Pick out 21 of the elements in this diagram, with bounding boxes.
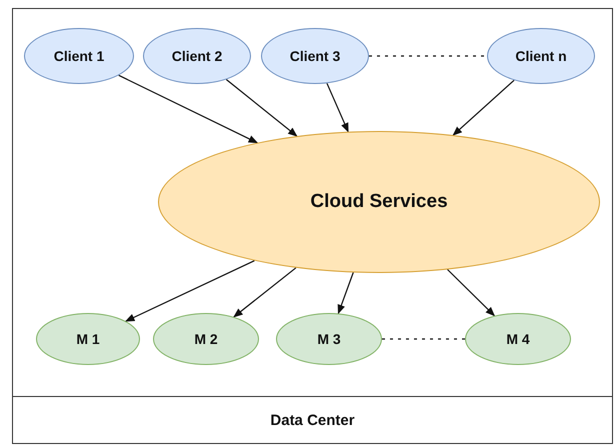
arrow: [452, 80, 514, 136]
arrow: [233, 267, 296, 318]
data-center-frame: [12, 8, 613, 444]
arrow: [226, 79, 298, 137]
dashed-connector: [369, 55, 487, 57]
arrow: [326, 83, 349, 133]
node-label: M 3: [317, 331, 341, 347]
node-label: Cloud Services: [310, 191, 448, 213]
node-label: M 1: [76, 331, 100, 347]
node-label: Client n: [515, 48, 567, 64]
frame-title: Data Center: [270, 412, 355, 428]
node-label: M 4: [506, 331, 530, 347]
arrow: [338, 272, 354, 314]
node-label: Client 2: [172, 48, 222, 64]
dashed-connector: [382, 338, 465, 340]
arrow: [447, 269, 496, 316]
arrow: [118, 74, 258, 144]
node-label: M 2: [194, 331, 218, 347]
arrow: [125, 260, 255, 322]
node-label: Client 3: [290, 48, 340, 64]
node-label: Client 1: [54, 48, 104, 64]
